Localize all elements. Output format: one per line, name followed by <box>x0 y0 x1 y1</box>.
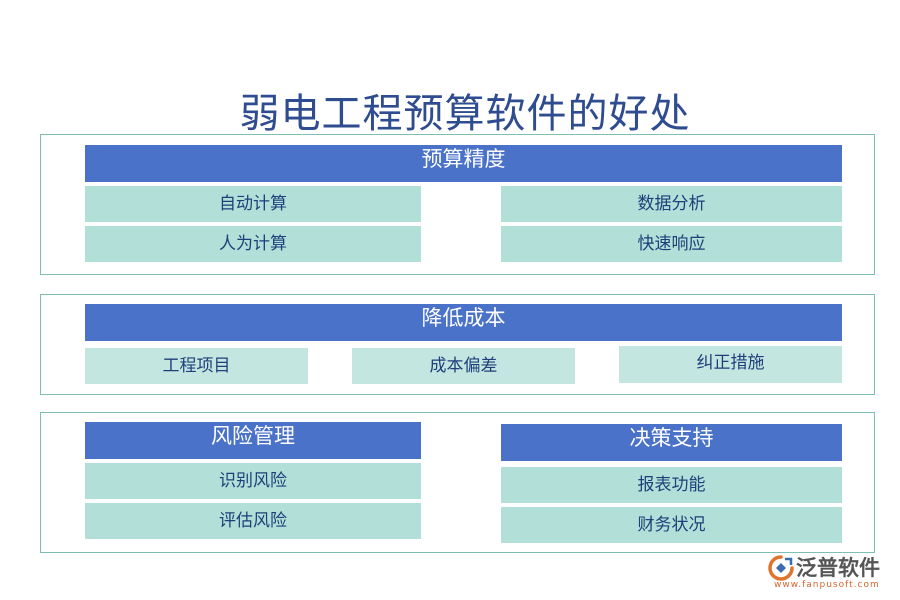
decision-header: 决策支持 <box>501 424 842 461</box>
fanpu-logo-icon <box>768 555 794 581</box>
section-precision <box>40 134 875 275</box>
fanpu-logo: 泛普软件 www.fanpusoft.com <box>768 552 896 592</box>
cost-item-correction: 纠正措施 <box>619 346 842 383</box>
precision-item-auto-calc: 自动计算 <box>85 186 421 222</box>
precision-header: 预算精度 <box>85 145 842 182</box>
page-title: 弱电工程预算软件的好处 <box>239 91 691 137</box>
precision-item-manual-calc: 人为计算 <box>85 226 421 262</box>
precision-item-data-analysis: 数据分析 <box>501 186 842 222</box>
risk-header: 风险管理 <box>85 422 421 459</box>
logo-url: www.fanpusoft.com <box>774 580 880 590</box>
risk-item-assess: 评估风险 <box>85 503 421 539</box>
section-risk-decision <box>40 412 875 553</box>
decision-item-finance: 财务状况 <box>501 507 842 543</box>
cost-header: 降低成本 <box>85 304 842 341</box>
cost-item-deviation: 成本偏差 <box>352 348 575 384</box>
risk-item-identify: 识别风险 <box>85 463 421 499</box>
cost-item-project: 工程项目 <box>85 348 308 384</box>
precision-item-fast-response: 快速响应 <box>501 226 842 262</box>
section-cost <box>40 294 875 395</box>
logo-name: 泛普软件 <box>796 556 880 580</box>
decision-item-reports: 报表功能 <box>501 467 842 503</box>
